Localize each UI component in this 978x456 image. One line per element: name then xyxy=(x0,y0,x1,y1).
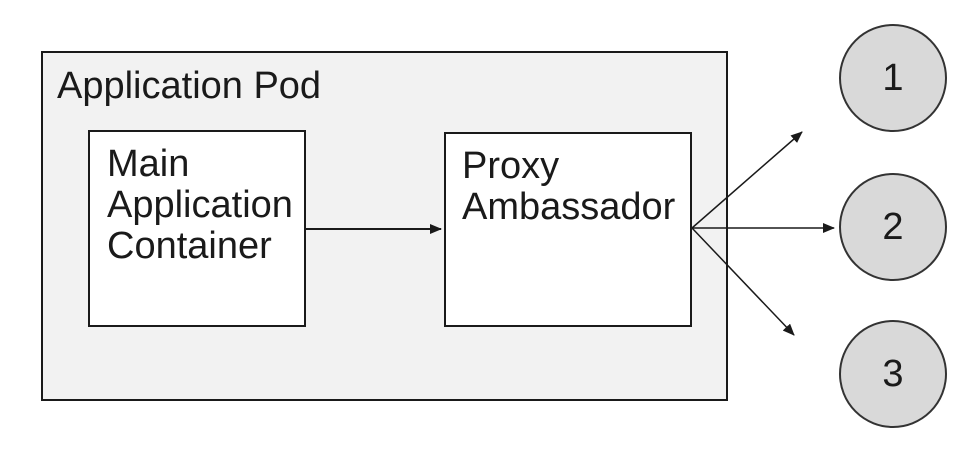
proxy-ambassador-label: Proxy Ambassador xyxy=(462,145,676,228)
main-application-container-node: Main Application Container xyxy=(88,130,306,327)
endpoint-3-label: 3 xyxy=(882,352,904,395)
endpoint-node-1: 1 xyxy=(839,24,947,132)
main-application-container-label: Main Application Container xyxy=(107,143,293,267)
endpoint-node-2: 2 xyxy=(839,173,947,281)
endpoint-2-label: 2 xyxy=(882,205,904,248)
endpoint-node-3: 3 xyxy=(839,320,947,428)
proxy-ambassador-node: Proxy Ambassador xyxy=(444,132,692,327)
application-pod-label: Application Pod xyxy=(57,65,322,107)
endpoint-1-label: 1 xyxy=(882,56,904,99)
